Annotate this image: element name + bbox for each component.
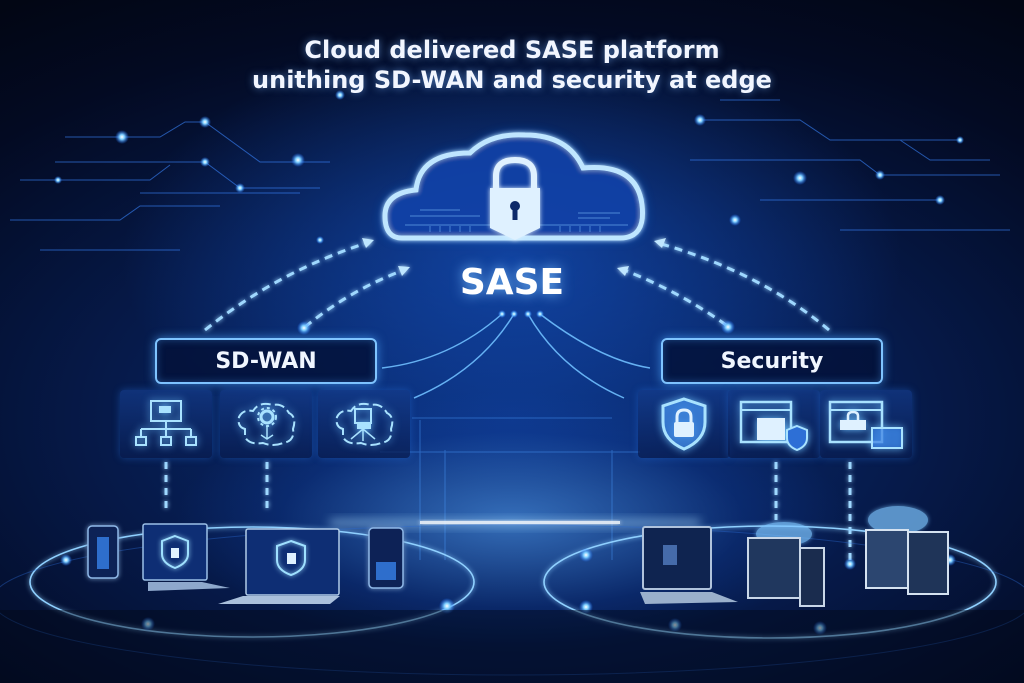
security-label: Security	[661, 338, 883, 384]
sdwan-tile-gear-cloud	[220, 390, 312, 458]
security-tile-browser-shield	[728, 390, 820, 458]
device-cloud-server-2	[865, 506, 949, 595]
device-smartphone	[87, 525, 119, 579]
device-laptop-2	[218, 528, 340, 604]
device-laptop-3	[640, 526, 738, 604]
device-tablet	[368, 527, 404, 589]
gear-cloud-icon	[237, 402, 296, 446]
security-tile-browser-lock	[820, 390, 912, 458]
device-laptop-1	[142, 523, 230, 591]
sdwan-tile-cloud-nodes	[318, 390, 410, 458]
sdwan-label: SD-WAN	[155, 338, 377, 384]
sase-label: SASE	[459, 262, 565, 303]
browser-lock-icon	[828, 400, 903, 449]
security-tile-shield	[638, 390, 730, 458]
cloud-nodes-icon	[335, 402, 394, 446]
network-topology-icon	[135, 400, 197, 446]
page-title-line-2: unithing SD-WAN and security at edge	[252, 66, 772, 94]
page-title-line-1: Cloud delivered SASE platform	[304, 36, 720, 64]
padlock-icon	[490, 156, 540, 240]
sdwan-tile-topology	[120, 390, 212, 458]
device-cloud-server-1	[747, 522, 825, 607]
browser-shield-icon	[739, 400, 808, 452]
shield-lock-icon	[661, 397, 707, 451]
cloud-outline	[382, 132, 646, 241]
